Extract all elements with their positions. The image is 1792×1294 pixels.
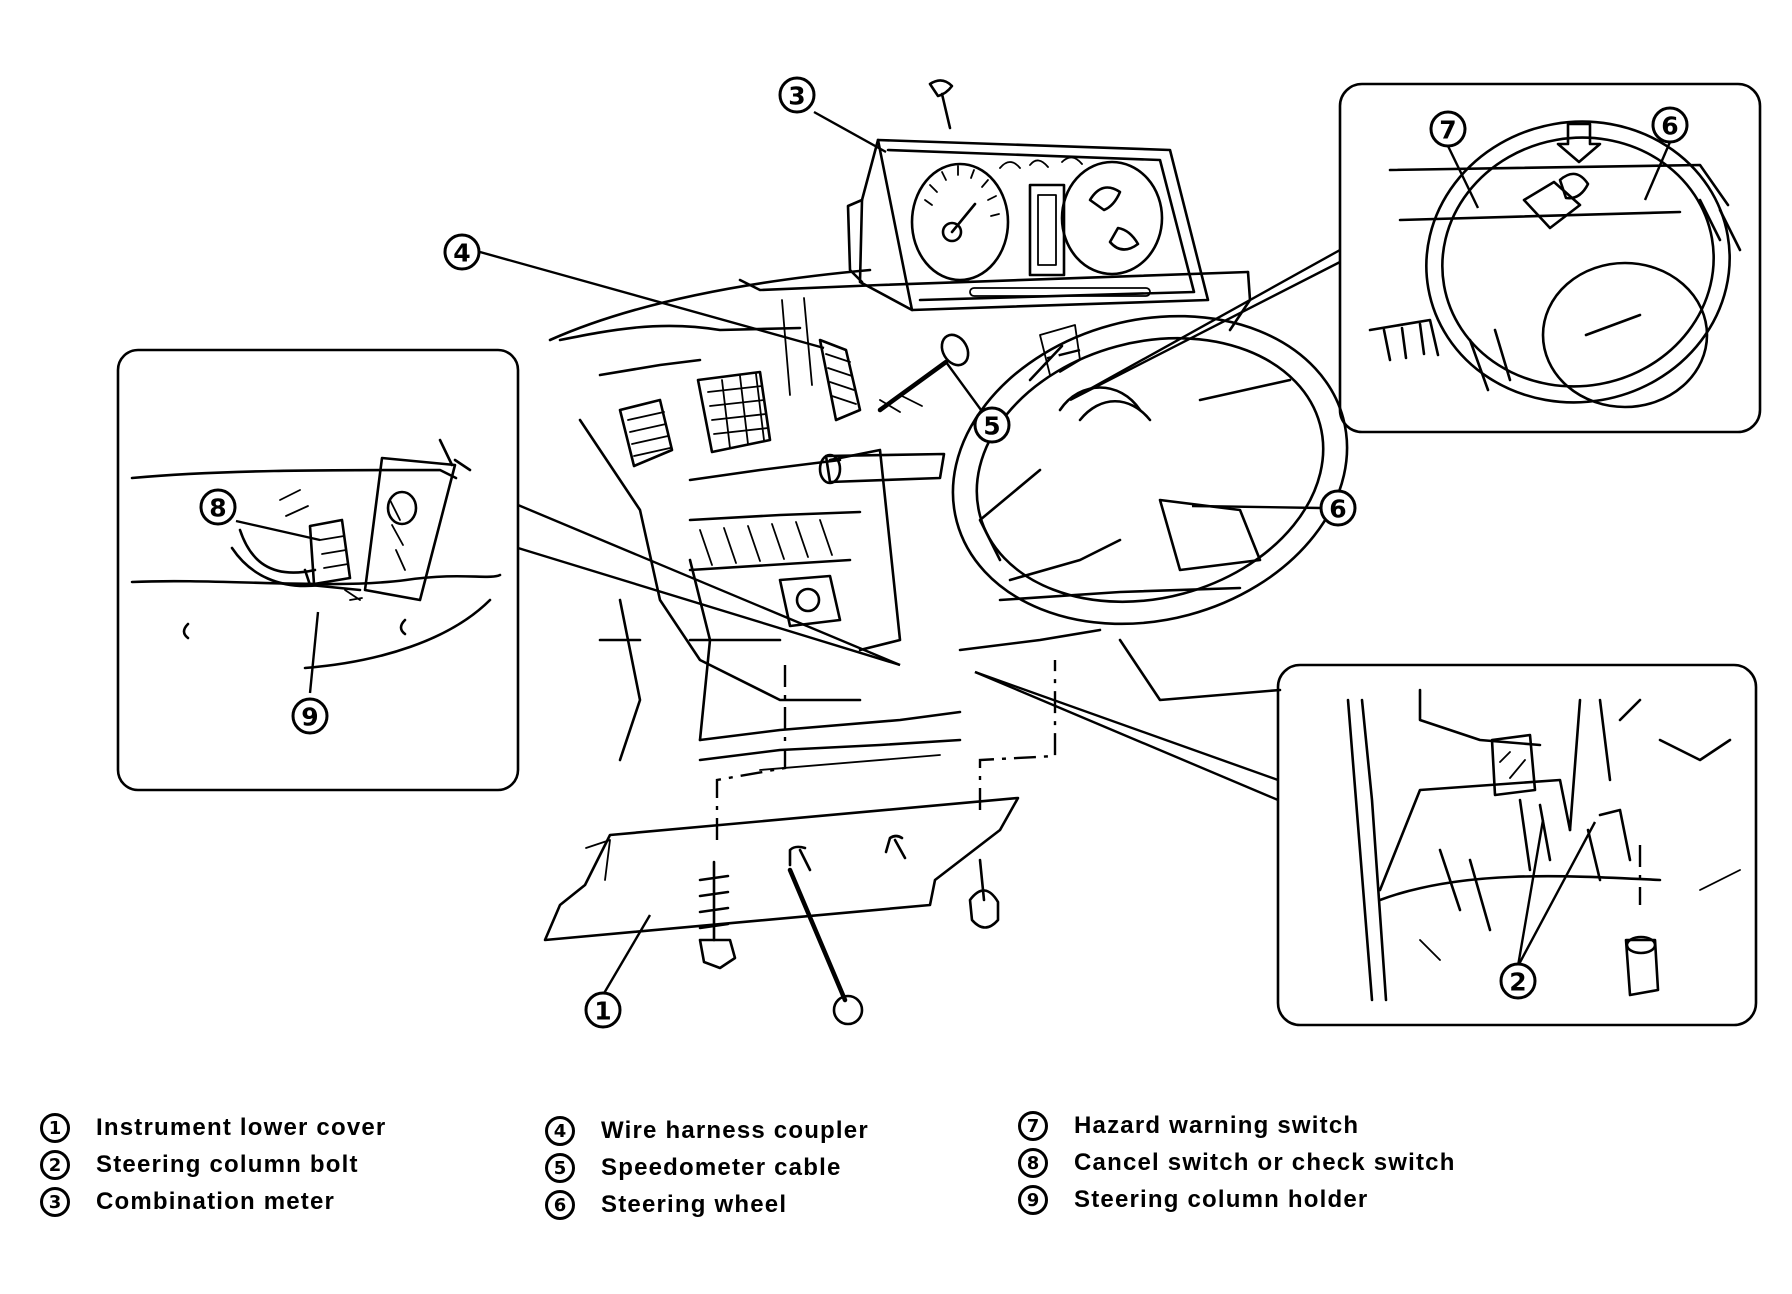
callout-8: 8 <box>199 488 237 526</box>
legend-item: 1 Instrument lower cover <box>40 1110 386 1146</box>
legend-item: 5 Speedometer cable <box>545 1150 842 1186</box>
legend-number: 6 <box>545 1190 575 1220</box>
legend-item: 4 Wire harness coupler <box>545 1113 869 1149</box>
svg-text:2: 2 <box>1509 968 1526 997</box>
legend-number: 5 <box>545 1153 575 1183</box>
leader-lines <box>235 110 1672 996</box>
callout-4: 4 <box>443 233 481 271</box>
callout-3: 3 <box>778 76 816 114</box>
combination-meter <box>846 79 1210 312</box>
legend-label: Instrument lower cover <box>96 1114 387 1141</box>
legend-number: 8 <box>1018 1148 1048 1178</box>
callout-6-main: 6 <box>1319 489 1357 527</box>
callout-7: 7 <box>1429 110 1467 148</box>
legend-label: Speedometer cable <box>601 1154 842 1181</box>
legend-label: Combination meter <box>96 1188 336 1215</box>
inset-steering-column-bolt <box>1276 663 1758 1027</box>
inset-cancel-switch <box>116 348 520 792</box>
svg-text:6: 6 <box>1661 112 1678 141</box>
callout-9: 9 <box>291 697 329 735</box>
legend-item: 8 Cancel switch or check switch <box>1018 1145 1456 1181</box>
legend-number: 2 <box>40 1150 70 1180</box>
svg-text:5: 5 <box>983 412 1000 441</box>
legend-number: 4 <box>545 1116 575 1146</box>
legend-label: Steering wheel <box>601 1191 788 1218</box>
legend-item: 3 Combination meter <box>40 1184 335 1220</box>
legend-item: 6 Steering wheel <box>545 1187 787 1223</box>
legend-label: Wire harness coupler <box>601 1117 869 1144</box>
legend-number: 3 <box>40 1187 70 1217</box>
legend-number: 7 <box>1018 1111 1048 1141</box>
svg-text:6: 6 <box>1329 495 1346 524</box>
svg-text:1: 1 <box>594 997 611 1026</box>
steering-wheel <box>951 314 1349 626</box>
svg-text:4: 4 <box>453 239 470 268</box>
legend-number: 1 <box>40 1113 70 1143</box>
callout-5: 5 <box>973 406 1011 444</box>
callout-2: 2 <box>1499 962 1537 1000</box>
callout-1: 1 <box>584 991 622 1029</box>
legend-label: Steering column bolt <box>96 1151 359 1178</box>
svg-text:3: 3 <box>788 82 805 111</box>
legend-label: Hazard warning switch <box>1074 1112 1360 1139</box>
legend-item: 7 Hazard warning switch <box>1018 1108 1359 1144</box>
speedometer-cable <box>877 333 970 413</box>
svg-text:8: 8 <box>209 494 226 523</box>
legend-number: 9 <box>1018 1185 1048 1215</box>
svg-text:9: 9 <box>301 703 318 732</box>
instrument-lower-cover <box>543 796 1020 1026</box>
callout-6-inset: 6 <box>1651 106 1689 144</box>
legend-item: 9 Steering column holder <box>1018 1182 1368 1218</box>
inset-hazard-switch <box>1338 82 1762 434</box>
assembly-guide-lines <box>715 348 1642 905</box>
svg-text:7: 7 <box>1439 116 1456 145</box>
legend-label: Cancel switch or check switch <box>1074 1149 1456 1176</box>
legend-item: 2 Steering column bolt <box>40 1147 359 1183</box>
dashboard-assembly <box>548 268 1282 771</box>
legend-label: Steering column holder <box>1074 1186 1369 1213</box>
